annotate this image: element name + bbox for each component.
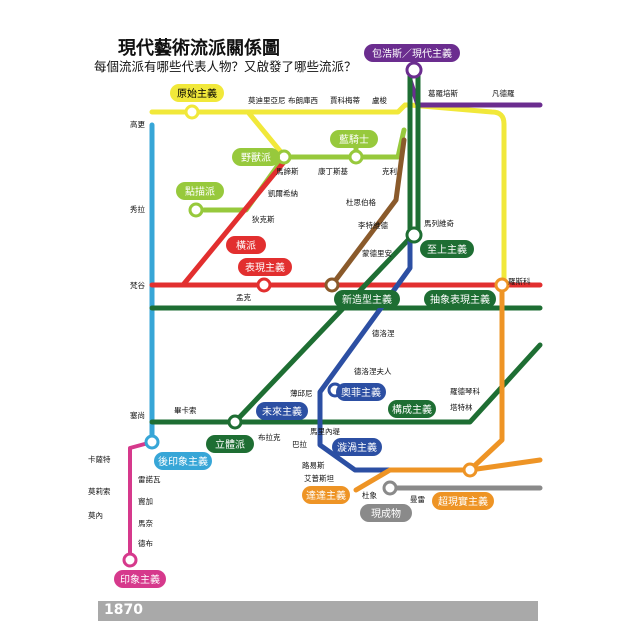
artist-cubist-1: 布拉克 <box>258 432 281 442</box>
label-pointillism: 點描派 <box>185 185 215 198</box>
artist-orphic-0: 德洛涅 <box>372 328 395 338</box>
artist-top-5: 凡德羅 <box>492 88 515 98</box>
station-blue-rider[interactable] <box>348 149 364 165</box>
label-primitivism: 原始主義 <box>177 87 217 100</box>
label-modernism: 包浩斯／現代主義 <box>372 47 452 60</box>
page-title: 現代藝術流派關係圖 <box>118 38 280 59</box>
label-fauvism: 野獸派 <box>241 151 271 164</box>
label-dada: 達達主義 <box>306 489 346 502</box>
artist-top-3: 盧梭 <box>372 95 387 105</box>
station-surrealism[interactable] <box>462 462 478 478</box>
line-primitivism <box>149 102 507 288</box>
timeline-bar <box>98 601 538 621</box>
artist-top-1: 布朗庫西 <box>288 95 318 105</box>
artist-dada-0: 杜象 <box>362 490 377 500</box>
artist-diag-2: 孟克 <box>236 292 251 302</box>
artist-fauve-0: 馬諦斯 <box>276 166 299 176</box>
station-primitivism[interactable] <box>184 104 200 120</box>
label-post-impressionism: 後印象主義 <box>158 455 208 468</box>
label-impressionism: 印象主義 <box>120 573 160 586</box>
artist-dada-1: 曼雷 <box>410 495 425 504</box>
line-primitivism-branch <box>245 109 288 160</box>
artist-labels: 莫迪里亞尼 布朗庫西 賈科梅蒂 盧梭 葛羅培斯 凡德羅 高更 秀拉 梵谷 塞尚 … <box>88 88 531 548</box>
label-vorticism: 漩渦主義 <box>337 441 377 454</box>
artist-futurist-2: 馬里內堤 <box>310 426 340 436</box>
label-cubofuturism: 橫派 <box>236 239 256 252</box>
label-surrealism: 超現實主義 <box>438 495 488 508</box>
station-ready-made[interactable] <box>382 480 398 496</box>
artist-impr-1: 雷諾瓦 <box>138 474 161 484</box>
artist-futurist-0: 薄邱尼 <box>290 388 313 398</box>
line-expressionism-diagonal <box>180 159 287 288</box>
artist-top-4: 葛羅培斯 <box>428 88 458 98</box>
label-cubism: 立體派 <box>215 438 245 451</box>
station-modernism[interactable] <box>405 61 423 79</box>
artist-top-2: 賈科梅蒂 <box>330 95 360 105</box>
artist-neo-0: 杜思伯格 <box>346 197 376 207</box>
line-layer <box>128 69 543 560</box>
timeline-year: 1870 <box>104 602 143 618</box>
artist-neo-3: 蒙德里安 <box>362 248 392 258</box>
artist-left-2: 梵谷 <box>130 281 145 290</box>
page-subtitle: 每個流派有哪些代表人物？又啟發了哪些流派？ <box>94 59 357 74</box>
artist-impr-3: 竇加 <box>138 496 153 506</box>
artist-fauve-1: 康丁斯基 <box>318 166 348 176</box>
artist-cubist-0: 畢卡索 <box>174 405 197 415</box>
line-orphism <box>317 235 413 473</box>
station-impressionism[interactable] <box>122 552 138 568</box>
artist-impr-4: 莫內 <box>88 510 103 520</box>
artist-impr-6: 德布 <box>138 538 153 548</box>
artist-impr-2: 莫莉索 <box>88 486 111 496</box>
line-cubism-3 <box>232 342 543 425</box>
artist-diag-0: 凱爾希納 <box>268 188 298 198</box>
artist-constructivist-0: 羅德琴科 <box>450 386 480 396</box>
artist-fauve-2: 克利 <box>382 166 397 176</box>
label-abstract-expressionism: 抽象表現主義 <box>430 293 490 306</box>
label-orphism: 奧菲主義 <box>341 386 381 399</box>
station-expressionism[interactable] <box>256 277 272 293</box>
label-suprematism: 至上主義 <box>427 243 467 256</box>
artist-impr-0: 卡薩特 <box>88 454 111 464</box>
artist-neo-2: 李特維德 <box>358 220 388 230</box>
line-impressionism <box>128 440 154 560</box>
label-ready-made: 現成物 <box>371 507 401 520</box>
artist-left-1: 秀拉 <box>130 204 145 214</box>
artist-vorticist-0: 路易斯 <box>302 460 325 470</box>
station-post-impressionism[interactable] <box>144 434 160 450</box>
artist-left-3: 塞尚 <box>130 410 145 420</box>
station-cubism[interactable] <box>227 414 243 430</box>
artist-diag-1: 狄克斯 <box>252 214 275 224</box>
label-blue-rider: 藍騎士 <box>339 133 369 146</box>
station-neoplasticism[interactable] <box>324 277 340 293</box>
station-suprematism[interactable] <box>405 226 423 244</box>
label-layer: 包浩斯／現代主義 原始主義 藍騎士 野獸派 點描派 橫派 表現主義 至上主義 新… <box>114 44 496 588</box>
artist-orphic-1: 德洛涅夫人 <box>354 366 392 376</box>
artist-top-0: 莫迪里亞尼 <box>248 95 286 105</box>
label-expressionism: 表現主義 <box>245 261 285 274</box>
artist-abstract-0: 羅斯科 <box>508 276 531 286</box>
artist-left-0: 高更 <box>130 119 145 129</box>
station-abstract-expressionism[interactable] <box>494 277 510 293</box>
label-futurism: 未來主義 <box>262 405 302 418</box>
artist-futurist-1: 巴拉 <box>292 439 307 449</box>
label-constructivism: 構成主義 <box>392 403 432 416</box>
station-layer <box>122 61 510 568</box>
station-pointillism[interactable] <box>188 202 204 218</box>
artist-neo-1: 馬列維奇 <box>424 218 454 228</box>
label-neoplasticism: 新造型主義 <box>342 293 392 306</box>
artist-constructivist-1: 塔特林 <box>450 402 473 412</box>
line-neoplasticism <box>329 137 407 288</box>
artist-impr-5: 馬奈 <box>138 518 153 528</box>
artist-vorticist-1: 艾普斯坦 <box>304 473 334 483</box>
